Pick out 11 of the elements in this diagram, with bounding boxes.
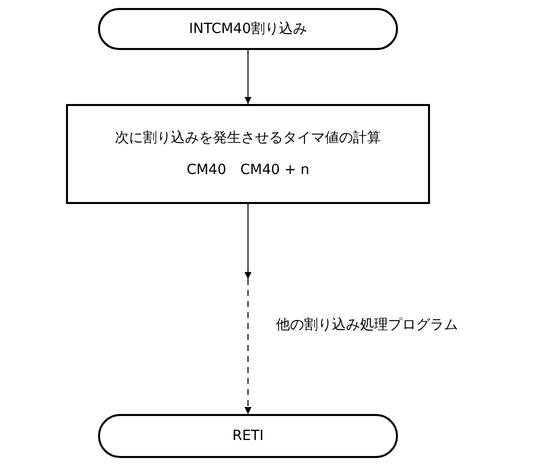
node-text: RETI	[232, 428, 264, 444]
arrow	[244, 278, 252, 414]
arrow	[244, 204, 252, 280]
node-text: INTCM40割り込み	[188, 20, 307, 38]
terminal-box	[98, 8, 398, 50]
edge-label: 他の割り込み処理プログラム	[276, 316, 458, 334]
terminal-box	[98, 414, 398, 458]
process-box	[66, 104, 430, 204]
node-text: CM40 CM40 + n	[186, 161, 310, 179]
arrow	[244, 50, 252, 104]
node-text: 次に割り込みを発生させるタイマ値の計算	[115, 129, 381, 147]
